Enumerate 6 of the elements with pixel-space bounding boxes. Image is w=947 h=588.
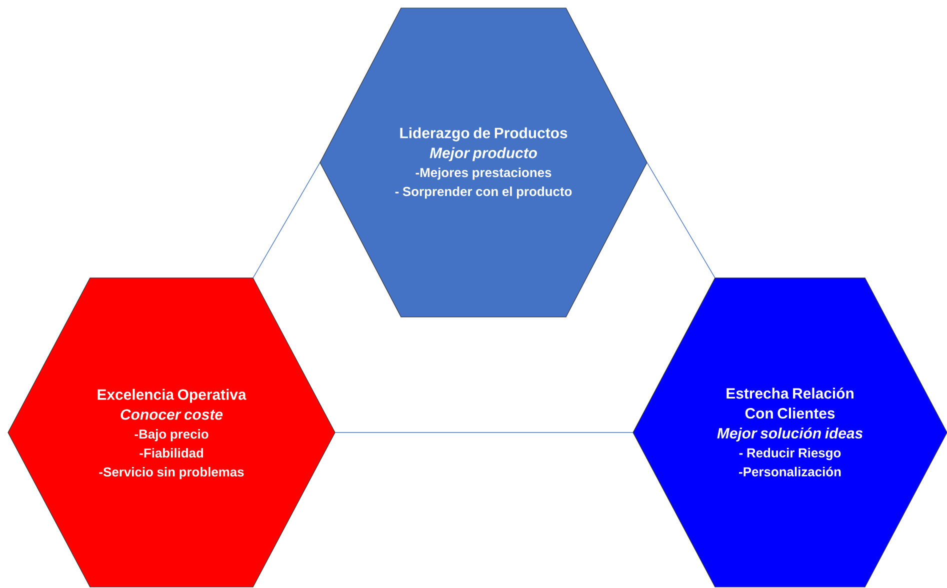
- hexagon: Estrecha Relación Con Clientes Mejor solución ideas - Reducir Riesgo -Personalización: [632, 278, 947, 588]
- connector-line: [334, 432, 634, 433]
- connector-line: [646, 162, 716, 278]
- hexagon: Liderazgo de Productos Mejor producto -Mejores prestaciones - Sorprender con el producto: [320, 8, 648, 318]
- hexagon: Excelencia Operativa Conocer coste -Bajo precio -Fiabilidad -Servicio sin problemas: [8, 278, 336, 588]
- connector-line: [252, 162, 320, 278]
